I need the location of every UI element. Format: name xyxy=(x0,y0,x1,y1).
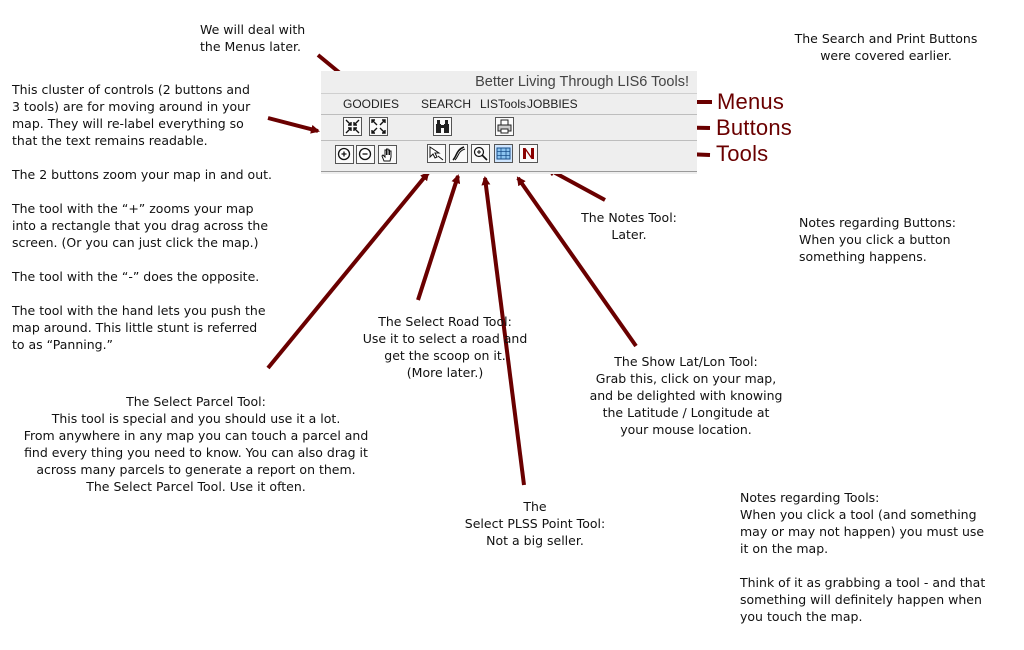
note-select-plss: The Select PLSS Point Tool: Not a big se… xyxy=(464,499,606,548)
pan-hand-icon xyxy=(381,148,392,162)
arrow-select-parcel xyxy=(266,171,430,370)
note-notes-tool: The Notes Tool: Later. xyxy=(581,210,677,242)
zoom-out-button[interactable] xyxy=(343,117,362,136)
show-latlon-tool[interactable] xyxy=(494,144,513,163)
select-road-icon xyxy=(452,146,466,161)
select-plss-point-tool[interactable] xyxy=(471,144,490,163)
zoom-in-tool-icon xyxy=(337,147,351,161)
select-parcel-icon xyxy=(429,146,444,161)
toolbar-title-bar: Better Living Through LIS6 Tools! xyxy=(321,71,697,94)
note-search-print: The Search and Print Buttons were covere… xyxy=(794,31,978,63)
toolbar-title: Better Living Through LIS6 Tools! xyxy=(475,74,689,90)
print-icon xyxy=(497,119,512,134)
note-tools: Notes regarding Tools: When you click a … xyxy=(740,490,986,624)
zoom-out-button-icon xyxy=(345,119,360,134)
arrow-select-plss xyxy=(481,176,526,486)
pan-tool[interactable] xyxy=(378,145,397,164)
menu-goodies[interactable]: GOODIES xyxy=(343,97,400,111)
notes-tool[interactable] xyxy=(519,144,538,163)
print-button[interactable] xyxy=(495,117,514,136)
tool-row xyxy=(321,141,697,172)
zoom-out-tool-icon xyxy=(358,147,372,161)
select-plss-point-icon xyxy=(473,146,488,161)
arrow-cluster xyxy=(267,116,320,134)
menu-jobbies[interactable]: JOBBIES xyxy=(527,97,578,111)
notes-icon xyxy=(523,148,534,159)
show-latlon-icon xyxy=(496,147,511,160)
tools-label: Tools xyxy=(716,141,769,166)
zoom-in-button[interactable] xyxy=(369,117,388,136)
arrow-select-road xyxy=(416,174,461,301)
note-select-parcel: The Select Parcel Tool: This tool is spe… xyxy=(23,394,369,494)
search-binoculars-icon xyxy=(436,120,449,133)
note-buttons: Notes regarding Buttons: When you click … xyxy=(799,215,956,264)
menus-label: Menus xyxy=(717,89,785,114)
select-road-tool[interactable] xyxy=(449,144,468,163)
menu-bar: GOODIES SEARCH LISTools JOBBIES xyxy=(321,94,697,115)
zoom-in-button-icon xyxy=(371,119,386,134)
note-show-latlon: The Show Lat/Lon Tool: Grab this, click … xyxy=(589,354,783,437)
zoom-in-tool[interactable] xyxy=(335,145,354,164)
search-button[interactable] xyxy=(433,117,452,136)
select-parcel-tool[interactable] xyxy=(427,144,446,163)
arrow-notes-tool xyxy=(546,167,606,202)
lis6-toolbar: Better Living Through LIS6 Tools! GOODIE… xyxy=(321,71,697,174)
note-cluster: This cluster of controls (2 buttons and … xyxy=(12,82,272,352)
buttons-label: Buttons xyxy=(716,115,793,140)
zoom-out-tool[interactable] xyxy=(356,145,375,164)
menu-search[interactable]: SEARCH xyxy=(421,97,472,111)
menu-listools[interactable]: LISTools xyxy=(480,97,527,111)
note-menus-later: We will deal with the Menus later. xyxy=(200,22,306,54)
button-row xyxy=(321,115,697,141)
arrow-show-latlon xyxy=(516,176,638,348)
note-select-road: The Select Road Tool: Use it to select a… xyxy=(362,314,528,380)
